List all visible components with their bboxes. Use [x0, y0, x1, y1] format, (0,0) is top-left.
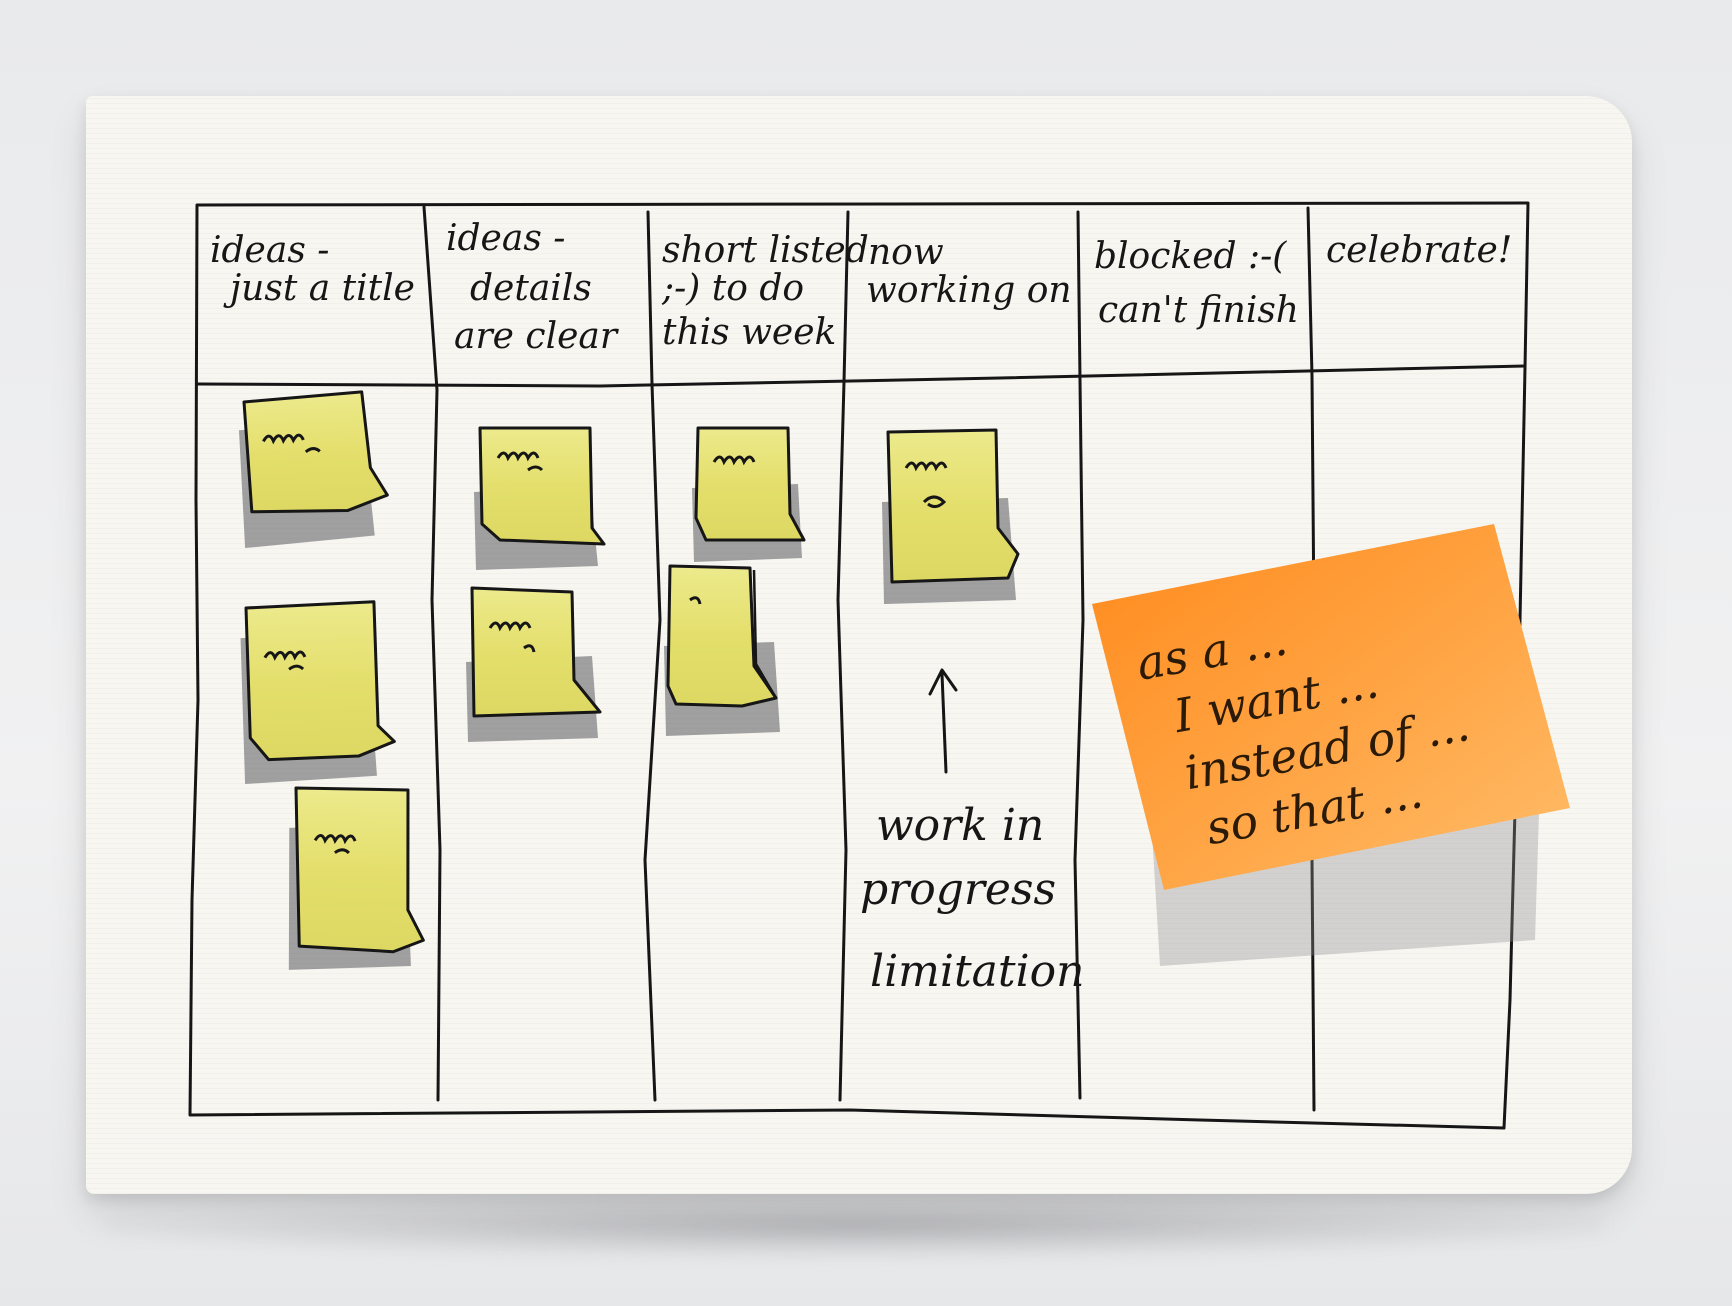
sticky-note	[474, 426, 606, 570]
sticky-note	[664, 564, 780, 736]
header-line: blocked :-(	[1094, 236, 1287, 277]
header-line: are clear	[454, 316, 619, 357]
header-line: this week	[662, 312, 836, 353]
wip-annotation: work in progress limitation	[860, 668, 1084, 997]
sticky-note	[288, 786, 425, 970]
column-header-3: short listed ;-) to do this week	[661, 230, 869, 353]
column-divider	[643, 210, 662, 1102]
sticky-note	[466, 586, 602, 742]
wip-line: progress	[860, 864, 1056, 915]
wip-line: limitation	[870, 946, 1084, 997]
sticky-note	[238, 390, 389, 549]
column-divider	[836, 210, 850, 1102]
column-divider	[1073, 210, 1085, 1100]
header-divider	[196, 364, 1527, 388]
header-line: now	[868, 232, 944, 273]
board-grid	[188, 201, 1530, 1130]
wip-line: work in	[876, 800, 1044, 851]
header-line: details	[470, 268, 592, 309]
column-header-1: ideas - just a title	[210, 230, 415, 309]
orange-note	[1092, 524, 1570, 890]
header-line: ideas -	[210, 230, 329, 271]
header-line: ideas -	[446, 218, 565, 259]
sticky-note	[692, 426, 806, 562]
sticky-note	[240, 600, 396, 785]
header-line: can't finish	[1098, 290, 1299, 331]
column-header-4: now working on	[866, 232, 1072, 311]
card-shadow	[105, 1190, 1605, 1260]
column-header-6: celebrate!	[1326, 230, 1512, 271]
header-line: ;-) to do	[661, 268, 804, 309]
header-line: short listed	[662, 230, 869, 271]
header-line: celebrate!	[1326, 230, 1512, 271]
user-story-note: as a ... I want ... instead of ... so th…	[1092, 524, 1570, 966]
sticky-note	[882, 428, 1020, 604]
board-outline	[188, 201, 1530, 1130]
up-arrow-icon	[928, 668, 958, 774]
column-header-5: blocked :-( can't finish	[1094, 236, 1299, 331]
header-line: just a title	[223, 268, 415, 309]
column-header-2: ideas - details are clear	[446, 218, 619, 357]
column-divider	[422, 205, 442, 1102]
header-line: working on	[866, 270, 1072, 311]
